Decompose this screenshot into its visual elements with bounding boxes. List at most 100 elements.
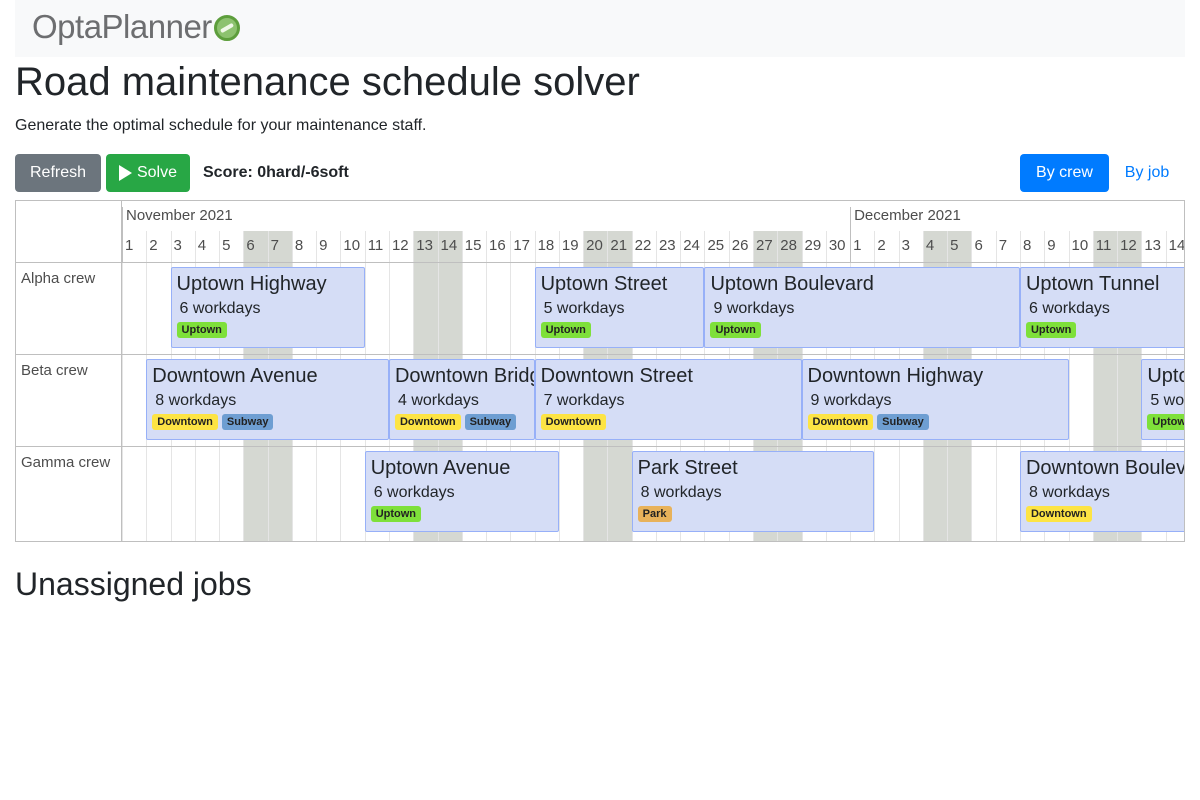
job-title: Downtown Bridge xyxy=(394,365,534,387)
job-duration: 9 workdays xyxy=(810,392,892,409)
day-label: 29 xyxy=(804,237,822,254)
job-title: Downtown Boulevard xyxy=(1025,457,1185,479)
tag-badge: Downtown xyxy=(152,414,218,430)
day-label: 14 xyxy=(440,237,458,254)
day-label: 2 xyxy=(877,237,886,254)
day-label: 2 xyxy=(149,237,158,254)
day-label: 1 xyxy=(125,237,134,254)
day-label: 7 xyxy=(270,237,279,254)
day-label: 5 xyxy=(950,237,959,254)
day-label: 1 xyxy=(853,237,862,254)
solve-button[interactable]: Solve xyxy=(106,154,190,192)
month-label: December 2021 xyxy=(850,207,961,263)
job-tags: Uptown xyxy=(176,322,364,338)
day-gridline xyxy=(1068,231,1070,541)
job-title: Uptown Avenue xyxy=(370,457,511,479)
day-label: 10 xyxy=(343,237,361,254)
day-gridline xyxy=(1092,231,1094,541)
day-label: 24 xyxy=(683,237,700,254)
job-duration: 5 workdays xyxy=(543,300,625,317)
tag-badge: Downtown xyxy=(1025,506,1092,522)
job-title: Uptown Boulevard xyxy=(710,273,874,295)
job-tags: Uptown xyxy=(1147,414,1184,430)
tag-badge: Subway xyxy=(221,414,274,430)
day-label: 16 xyxy=(489,237,506,254)
month-label: November 2021 xyxy=(122,207,233,263)
solve-label: Solve xyxy=(136,164,178,181)
tag-badge: Uptown xyxy=(370,506,422,522)
day-label: 26 xyxy=(731,237,749,254)
crew-label: Gamma crew xyxy=(21,454,111,471)
tag-badge: Uptown xyxy=(1147,414,1184,430)
row-divider xyxy=(16,446,1184,447)
day-label: 27 xyxy=(756,237,773,254)
day-label: 8 xyxy=(1022,237,1032,254)
day-label: 15 xyxy=(464,237,482,254)
job-duration: 5 workdays xyxy=(1150,392,1185,409)
job-duration: 9 workdays xyxy=(713,300,795,317)
day-label: 3 xyxy=(901,237,910,254)
job-duration: 6 workdays xyxy=(1028,300,1110,317)
day-label: 20 xyxy=(586,237,603,254)
optaplanner-logo[interactable]: OptaPlanner xyxy=(32,8,240,46)
day-label: 18 xyxy=(537,237,555,254)
job-duration: 8 workdays xyxy=(155,392,237,409)
day-label: 22 xyxy=(634,237,652,254)
refresh-button[interactable]: Refresh xyxy=(15,154,101,192)
by-job-tab[interactable]: By job xyxy=(1124,164,1170,181)
by-crew-tab[interactable]: By crew xyxy=(1020,154,1109,192)
day-label: 11 xyxy=(1095,237,1112,254)
page-title: Road maintenance schedule solver xyxy=(15,60,640,104)
brand-text: OptaPlanner xyxy=(32,8,212,45)
day-label: 14 xyxy=(1168,237,1185,254)
crew-label: Alpha crew xyxy=(21,270,96,287)
job-tags: Park xyxy=(637,506,874,522)
page-subtitle: Generate the optimal schedule for your m… xyxy=(15,117,427,134)
day-label: 21 xyxy=(610,237,628,254)
job-tags: Uptown xyxy=(710,322,1019,338)
tag-badge: Subway xyxy=(464,414,517,430)
day-label: 30 xyxy=(828,237,846,254)
job-title: Downtown Avenue xyxy=(152,365,318,387)
job-title: Downtown Highway xyxy=(807,365,984,387)
row-divider xyxy=(16,262,1184,263)
unassigned-jobs-heading: Unassigned jobs xyxy=(15,566,252,602)
tag-badge: Uptown xyxy=(540,322,591,338)
job-duration: 8 workdays xyxy=(640,484,722,501)
job-title: Uptown xyxy=(1147,365,1184,387)
tag-badge: Uptown xyxy=(1025,322,1077,338)
day-label: 4 xyxy=(925,237,935,254)
day-label: 13 xyxy=(1144,237,1162,254)
navbar: OptaPlanner xyxy=(15,0,1185,57)
job-tags: Downtown xyxy=(540,414,801,430)
day-label: 12 xyxy=(1120,237,1137,254)
job-title: Park Street xyxy=(637,457,738,479)
tag-badge: Uptown xyxy=(176,322,227,338)
job-tags: Downtown xyxy=(1025,506,1184,522)
day-label: 9 xyxy=(319,237,328,254)
day-label: 6 xyxy=(974,237,983,254)
play-icon xyxy=(118,165,132,181)
job-title: Uptown Highway xyxy=(176,273,327,295)
tag-badge: Subway xyxy=(877,414,929,430)
job-duration: 6 workdays xyxy=(179,300,261,317)
day-label: 11 xyxy=(367,237,384,254)
day-label: 25 xyxy=(707,237,725,254)
day-label: 13 xyxy=(416,237,433,254)
day-gridline xyxy=(122,231,123,541)
day-label: 3 xyxy=(173,237,182,254)
